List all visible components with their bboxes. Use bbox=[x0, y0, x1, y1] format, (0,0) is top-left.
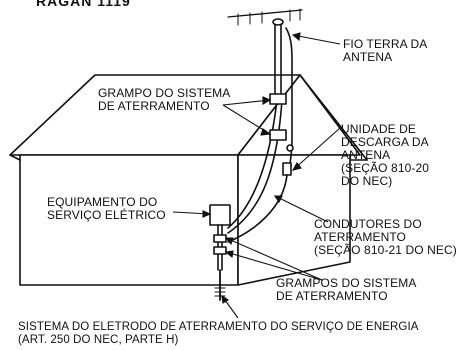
lead-in-wire bbox=[227, 99, 278, 229]
antenna-ground-wire bbox=[285, 27, 293, 166]
discharge-connector bbox=[286, 144, 294, 152]
ground-clamp-lower bbox=[213, 246, 227, 255]
label-electrode-system: SISTEMA DO ELETRODO DE ATERRAMENTO DO SE… bbox=[18, 321, 419, 346]
ground-conductor bbox=[227, 99, 283, 234]
header-text: RAGAN 1119 bbox=[36, 0, 131, 9]
discharge-ground-wire bbox=[227, 174, 288, 243]
service-equipment-box bbox=[209, 204, 231, 226]
discharge-unit bbox=[282, 162, 292, 176]
house-outline bbox=[9, 74, 368, 286]
ground-clamp-upper bbox=[213, 234, 227, 243]
mast-clamp-lower bbox=[269, 129, 287, 141]
antenna-mast bbox=[227, 8, 303, 101]
mast-clamp-upper bbox=[269, 93, 287, 105]
